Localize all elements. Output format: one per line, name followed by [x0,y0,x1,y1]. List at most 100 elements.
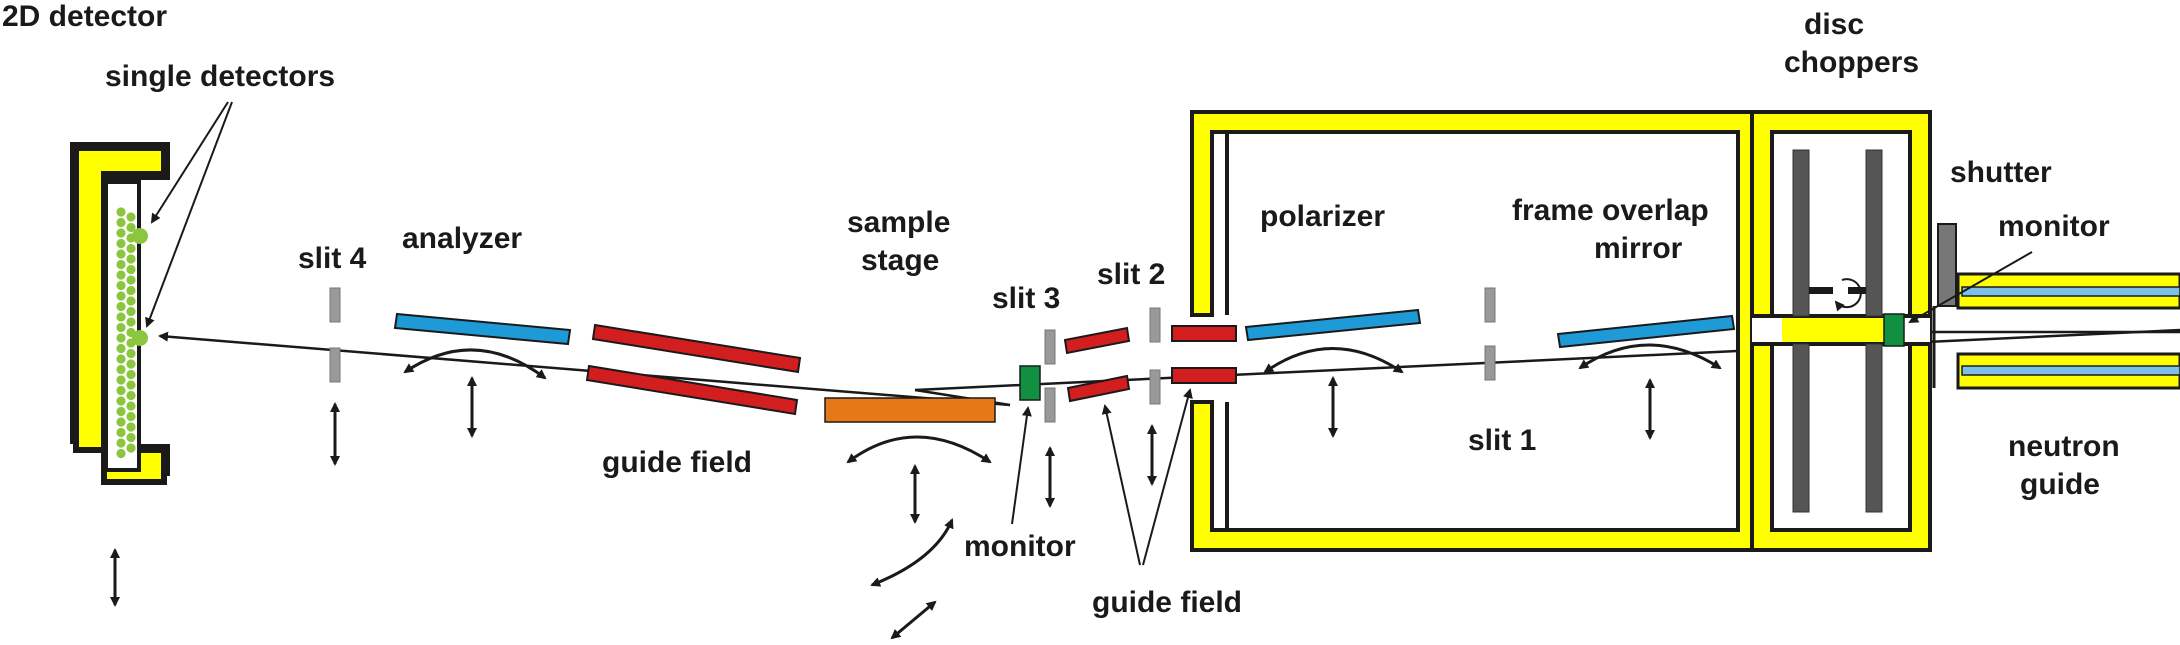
single-detector-dot [126,443,136,453]
single-detector-dot [126,359,136,369]
chopper-rotation-icon [1834,278,1862,312]
label-polarizer: polarizer [1260,200,1385,233]
pointer-single-detector-upper [150,101,229,224]
single-detector-dot [126,411,136,422]
single-detector-dot [116,364,126,375]
monitor-center [1019,365,1041,401]
label-slit-3: slit 3 [992,282,1060,315]
single-detector-dot [126,275,136,285]
single-detector-dot [126,243,136,254]
single-detector-dot [116,406,126,417]
slit-1 [1484,287,1496,381]
single-detector-dot [116,259,126,270]
slit-3 [1044,329,1056,423]
polarizer-rotation-arrow [1263,347,1404,374]
label-slit-4: slit 4 [298,242,367,275]
guide-field-left [585,323,802,416]
single-detector-upper [132,228,148,244]
single-detector-dot [116,354,126,364]
label-neutron-guide-line2: guide [2020,468,2100,501]
frame-overlap-mirror [1556,314,1736,349]
single-detector-dot [116,448,126,459]
label-frame-overlap-line1: frame overlap [1512,194,1709,227]
label-monitor-right: monitor [1998,210,2110,243]
analyzer-rotation-arrow [403,348,547,380]
single-detector-dot [126,422,136,432]
single-detectors-array [116,207,136,459]
disc-choppers [1792,149,1883,513]
shutter [1937,223,1957,307]
single-detector-dot [116,322,126,333]
single-detector-dot [116,238,126,249]
single-detector-dot [116,417,126,427]
analyzer-mirror [393,312,572,346]
single-detector-dot [116,385,126,396]
single-detector-lower [132,330,148,346]
single-detector-dot [126,254,136,264]
single-detector-dot [116,291,126,301]
single-detector-dot [126,296,136,306]
pointer-guide-field-a [1101,404,1141,566]
pointer-monitor-center [1011,406,1032,525]
frame-mirror-rotation-arrow [1578,343,1722,370]
sample-tilt-arrow [870,518,954,587]
label-disc-choppers-line2: choppers [1784,46,1919,79]
single-detector-dot [116,427,126,438]
single-detector-dot [126,212,136,222]
sample-rotation-arrow [846,435,992,464]
single-detector-dot [126,285,136,296]
neutron-guide [1956,272,2180,390]
pointer-guide-field-b [1142,388,1193,566]
single-detector-dot [126,390,136,401]
single-detector-dot [126,264,136,275]
label-shutter: shutter [1950,156,2052,189]
single-detector-dot [116,438,126,448]
single-detector-dot [116,280,126,291]
label-disc-choppers-line1: disc [1804,8,1864,41]
single-detector-dot [116,270,126,280]
single-detector-dot [116,301,126,312]
single-detector-dot [116,228,126,238]
single-detector-dot [126,432,136,443]
guide-field-center [1063,325,1237,403]
single-detector-dot [126,348,136,359]
single-detector-dot [126,317,136,327]
single-detector-dot [126,306,136,317]
monitor-right [1883,313,1905,347]
sample-diagonal-arrow [890,600,937,640]
pointer-single-detector-lower [145,101,233,328]
pointer-monitor-right [1908,251,2033,323]
polarizer-mirror [1244,308,1422,342]
single-detector-dot [126,222,136,233]
label-monitor-center: monitor [964,530,1076,563]
label-sample-stage-line2: stage [861,244,939,277]
single-detector-dot [116,343,126,354]
label-frame-overlap-line2: mirror [1594,232,1683,265]
label-guide-field-left: guide field [602,446,752,479]
sample-stage [824,397,996,423]
label-sample-stage-line1: sample [847,206,950,239]
single-detector-dot [116,375,126,385]
reflected-beam [158,331,1011,407]
motion-arrows [110,343,1722,640]
label-slit-1: slit 1 [1468,424,1536,457]
pointer-arrows [145,101,2033,566]
single-detector-dot [116,312,126,322]
single-detector-dot [116,333,126,343]
label-analyzer: analyzer [402,222,522,255]
label-guide-field-center: guide field [1092,586,1242,619]
chopper-axle [1809,287,1866,294]
slit-2 [1149,307,1161,405]
single-detector-dot [126,401,136,411]
slit-4 [329,287,341,383]
label-2d-detector: 2D detector [2,0,167,33]
label-neutron-guide-line1: neutron [2008,430,2120,463]
single-detector-dot [116,396,126,406]
single-detector-dot [116,249,126,259]
label-single-detectors: single detectors [105,60,335,93]
single-detector-dot [126,380,136,390]
single-detector-dot [126,369,136,380]
single-detector-dot [116,207,126,217]
